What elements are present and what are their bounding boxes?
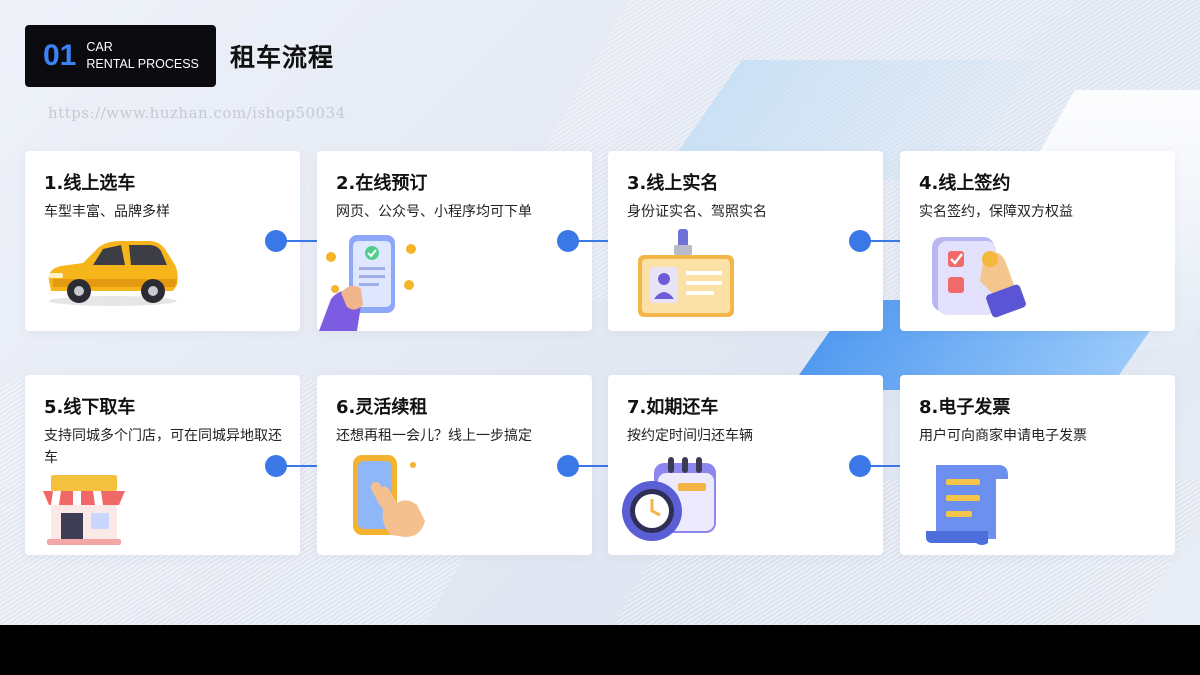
connector-dot (557, 230, 579, 252)
step-desc: 支持同城多个门店，可在同城异地取还车 (44, 428, 282, 466)
connector-line (862, 240, 917, 242)
step-title: 1.线上选车 (44, 173, 136, 194)
tap-phone-icon (353, 455, 425, 537)
connector-dot (265, 455, 287, 477)
connector-line (570, 240, 625, 242)
section-subtitle: CAR RENTAL PROCESS (86, 39, 199, 73)
connector-line (862, 465, 917, 467)
invoice-scroll-icon (926, 465, 1008, 545)
connector-line (278, 240, 333, 242)
step-title: 5.线下取车 (44, 397, 136, 418)
slide-background: 01 CAR RENTAL PROCESS 租车流程 https://www.h… (0, 0, 1200, 625)
connector-dot (849, 455, 871, 477)
section-badge: 01 CAR RENTAL PROCESS (25, 25, 216, 87)
page-title: 租车流程 (230, 43, 335, 72)
connector-dot (557, 455, 579, 477)
step-card-5: 5.线下取车 支持同城多个门店，可在同城异地取还车 (25, 375, 300, 555)
store-icon (43, 475, 125, 545)
step-card-7: 7.如期还车 按约定时间归还车辆 (608, 375, 883, 555)
badge-line-2: RENTAL PROCESS (86, 57, 199, 71)
step-desc: 身份证实名、驾照实名 (627, 204, 767, 220)
step-card-8: 8.电子发票 用户可向商家申请电子发票 (900, 375, 1175, 555)
contract-sign-icon (932, 237, 1026, 318)
step-card-6: 6.灵活续租 还想再租一会儿？线上一步搞定 (317, 375, 592, 555)
clock-calendar-icon (622, 457, 716, 541)
step-desc: 还想再租一会儿？线上一步搞定 (336, 428, 532, 444)
id-badge-icon (638, 229, 734, 317)
watermark-url: https://www.huzhan.com/ishop50034 (48, 104, 346, 122)
connector-dot (849, 230, 871, 252)
step-desc: 按约定时间归还车辆 (627, 428, 753, 444)
step-desc: 实名签约，保障双方权益 (919, 204, 1073, 220)
connector-dot (265, 230, 287, 252)
step-title: 6.灵活续租 (336, 397, 428, 418)
connector-line (570, 465, 625, 467)
step-card-1: 1.线上选车 车型丰富、品牌多样 (25, 151, 300, 331)
step-title: 4.线上签约 (919, 173, 1011, 194)
step-title: 3.线上实名 (627, 173, 719, 194)
step-desc: 车型丰富、品牌多样 (44, 204, 170, 220)
section-number: 01 (43, 39, 77, 72)
step-title: 7.如期还车 (627, 397, 719, 418)
step-title: 2.在线预订 (336, 173, 428, 194)
step-card-3: 3.线上实名 身份证实名、驾照实名 (608, 151, 883, 331)
badge-line-1: CAR (86, 40, 113, 54)
connector-line (278, 465, 333, 467)
step-desc: 用户可向商家申请电子发票 (919, 428, 1087, 444)
step-title: 8.电子发票 (919, 397, 1011, 418)
car-icon (48, 241, 178, 306)
step-card-2: 2.在线预订 网页、公众号、小程序均可下单 (317, 151, 592, 331)
phone-order-icon (319, 235, 416, 331)
step-desc: 网页、公众号、小程序均可下单 (336, 204, 532, 220)
step-card-4: 4.线上签约 实名签约，保障双方权益 (900, 151, 1175, 331)
